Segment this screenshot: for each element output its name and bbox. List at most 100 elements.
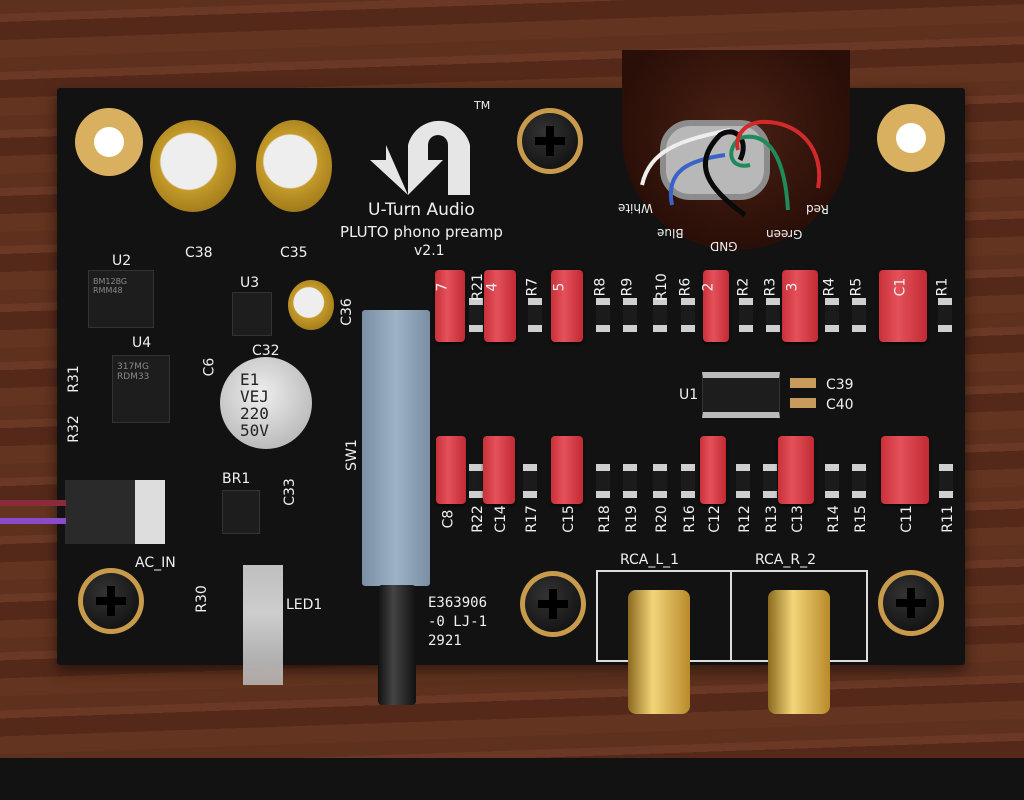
label-u4: U4 xyxy=(132,335,152,351)
film-capacitor xyxy=(483,436,515,504)
component-label: R3 xyxy=(762,277,779,297)
wire-black xyxy=(702,129,747,218)
component-label: C8 xyxy=(440,509,457,529)
component-label: C15 xyxy=(560,505,577,533)
component-label: 4 xyxy=(484,282,501,292)
c32-marking: 50V xyxy=(240,421,269,440)
component-label: R13 xyxy=(763,505,780,533)
component-label: R21 xyxy=(469,273,486,301)
label-sw1: SW1 xyxy=(343,439,360,471)
resistor xyxy=(523,464,537,498)
component-label: R20 xyxy=(653,505,670,533)
component-label: 2 xyxy=(700,282,717,292)
input-switch-sw1[interactable] xyxy=(362,310,430,586)
wire-label-red: Red xyxy=(806,202,829,216)
u4-marking: 317MG RDM33 xyxy=(117,362,150,382)
resistor xyxy=(623,298,637,332)
resistor xyxy=(825,298,839,332)
bridge-rectifier-br1 xyxy=(222,490,260,534)
film-capacitor xyxy=(879,270,927,342)
label-ac-in: AC_IN xyxy=(135,555,176,571)
component-label: R22 xyxy=(469,505,486,533)
wire-white xyxy=(640,128,731,186)
component-label: R2 xyxy=(735,277,752,297)
label-r31: R31 xyxy=(65,365,82,393)
capacitor-c36 xyxy=(288,280,334,330)
component-label: R11 xyxy=(939,505,956,533)
ac-input-connector[interactable] xyxy=(65,480,165,544)
u2-marking: BM12BG RMM48 xyxy=(93,277,128,295)
label-br1: BR1 xyxy=(222,471,251,487)
film-capacitor xyxy=(700,436,726,504)
rca-jack-left[interactable] xyxy=(628,590,690,714)
resistor xyxy=(469,464,483,498)
component-label: 7 xyxy=(434,282,451,292)
label-u2: U2 xyxy=(112,253,132,269)
component-label: C13 xyxy=(789,505,806,533)
component-label: R7 xyxy=(524,277,541,297)
product-name: PLUTO phono preamp xyxy=(340,223,503,241)
capacitor-c32: E1 VEJ 220 50V xyxy=(220,357,312,449)
component-label: R15 xyxy=(852,505,869,533)
power-wire xyxy=(0,500,66,506)
brand-name: U-Turn Audio xyxy=(368,200,475,220)
component-label: C11 xyxy=(898,505,915,533)
component-label: R4 xyxy=(821,277,838,297)
resistor xyxy=(681,298,695,332)
capacitor-c40 xyxy=(790,398,816,408)
wire-blue xyxy=(668,153,726,206)
label-rca-right: RCA_R_2 xyxy=(755,552,817,568)
label-c6: C6 xyxy=(201,357,218,377)
component-label: C14 xyxy=(492,505,509,533)
resistor xyxy=(938,298,952,332)
component-label: R16 xyxy=(681,505,698,533)
capacitor-c38 xyxy=(150,120,236,212)
c32-marking: 220 xyxy=(240,404,269,423)
resistor xyxy=(653,464,667,498)
capacitor-c39 xyxy=(790,378,816,388)
resistor xyxy=(681,464,695,498)
resistor xyxy=(939,464,953,498)
regulator-u2: BM12BG RMM48 xyxy=(88,270,154,328)
ul-mark: -0 LJ-1 xyxy=(428,614,488,630)
component-label: R9 xyxy=(619,277,636,297)
component-label: R8 xyxy=(592,277,609,297)
regulator-u4: 317MG RDM33 xyxy=(112,355,170,423)
film-capacitor xyxy=(703,270,729,342)
component-label: R17 xyxy=(523,505,540,533)
trademark: TM xyxy=(474,99,491,112)
resistor xyxy=(469,298,483,332)
film-capacitor xyxy=(551,270,583,342)
label-r32: R32 xyxy=(65,415,82,443)
wire-label-blue: Blue xyxy=(657,226,684,240)
version: v2.1 xyxy=(414,243,445,259)
label-r30: R30 xyxy=(193,585,210,613)
plinth-shadow xyxy=(0,758,1024,800)
wire-red xyxy=(735,119,822,189)
label-u3: U3 xyxy=(240,275,260,291)
wire-label-white: White xyxy=(618,201,653,215)
wire-label-gnd: GND xyxy=(710,239,738,253)
resistor xyxy=(623,464,637,498)
label-led1: LED1 xyxy=(286,597,323,613)
wire-green xyxy=(729,134,790,211)
resistor xyxy=(766,298,780,332)
capacitor-c35 xyxy=(256,120,332,212)
rca-jack-right[interactable] xyxy=(768,590,830,714)
resistor xyxy=(596,464,610,498)
film-capacitor xyxy=(778,436,814,504)
film-capacitor xyxy=(782,270,818,342)
component-label: 5 xyxy=(551,282,568,292)
screw-icon xyxy=(517,108,583,174)
resistor xyxy=(736,464,750,498)
switch-knob[interactable] xyxy=(378,585,416,705)
label-c40: C40 xyxy=(826,397,854,413)
film-capacitor xyxy=(881,436,929,504)
label-c36: C36 xyxy=(338,298,355,326)
mounting-hole xyxy=(75,108,143,176)
component-label: R6 xyxy=(677,277,694,297)
ic-u3 xyxy=(232,292,272,336)
c32-marking: VEJ xyxy=(240,387,269,406)
label-c35: C35 xyxy=(280,245,308,261)
component-label: R19 xyxy=(623,505,640,533)
